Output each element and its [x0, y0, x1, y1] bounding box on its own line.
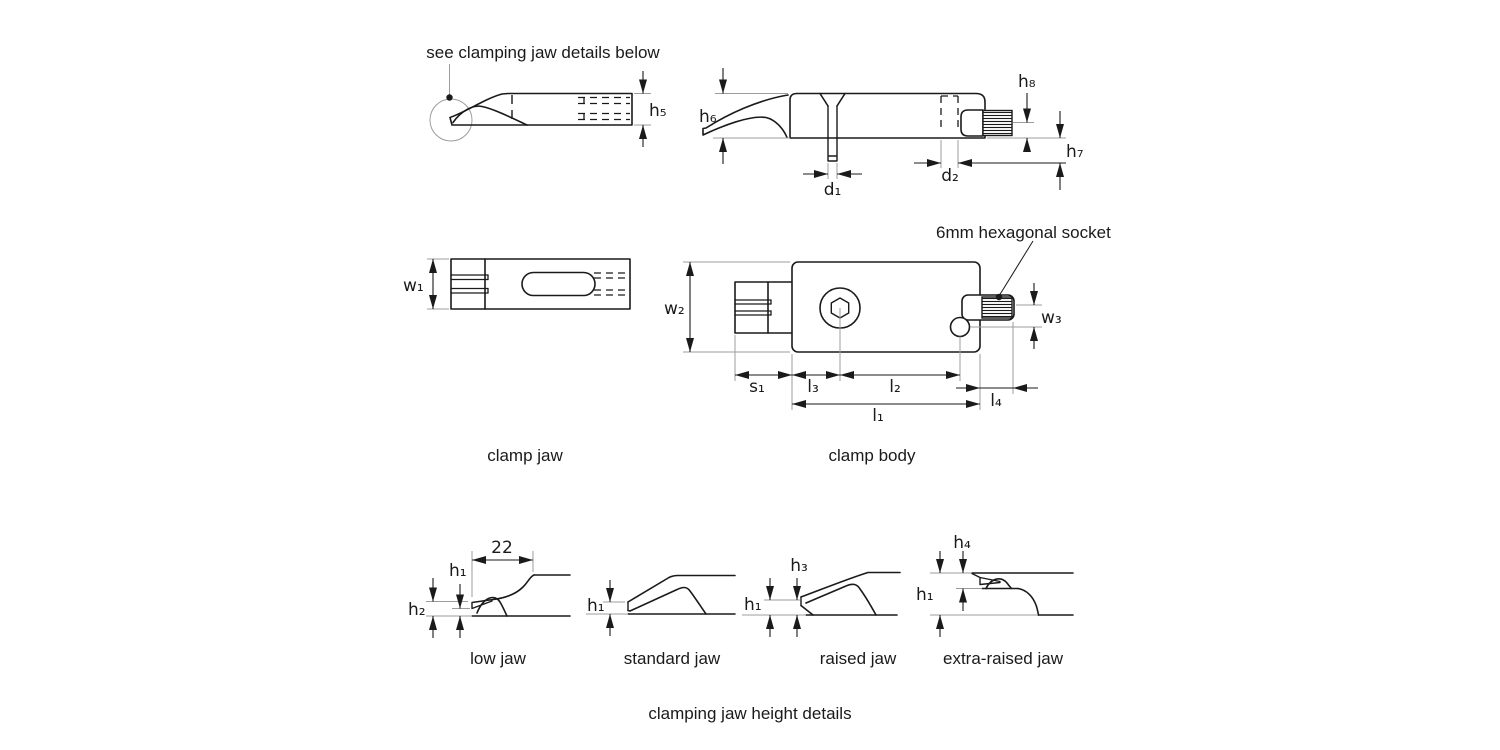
h6-label: h₆ — [699, 107, 717, 127]
w3-dimension: w₃ — [970, 283, 1062, 349]
length-dimensions: s₁ l₃ l₂ l₄ l₁ — [734, 322, 1038, 426]
raised-jaw-lip-drop — [800, 604, 814, 616]
standard-jaw-detail: h₁ standard jaw — [586, 574, 736, 668]
see-details-note: see clamping jaw details below — [426, 43, 660, 62]
h5-label: h₅ — [649, 101, 667, 121]
standard-jaw-caption: standard jaw — [624, 649, 721, 668]
low-jaw-caption: low jaw — [470, 649, 526, 668]
hidden-slot-lines — [578, 96, 630, 121]
h5-dimension: h₅ — [634, 71, 667, 147]
height-details-caption: clamping jaw height details — [648, 704, 851, 723]
hex-socket-leader — [998, 240, 1034, 297]
h3-label: h₃ — [790, 556, 808, 576]
w1-dimension: w₁ — [403, 258, 449, 310]
standard-jaw-inner-slope — [627, 586, 707, 615]
low-jaw-detail: 22 h₂ h₁ low jaw — [408, 538, 571, 668]
clamp-jaw-top-view: w₁ clamp jaw — [403, 258, 631, 465]
l2-label: l₂ — [889, 377, 901, 397]
d2-dimension: d₂ — [914, 140, 1066, 186]
h1-dimension-raised: h₁ — [744, 578, 774, 637]
h1-label-raised: h₁ — [744, 595, 762, 615]
d2-label: d₂ — [941, 166, 959, 186]
extra-jaw-shoulder — [1017, 587, 1040, 616]
d1-dimension: d₁ — [803, 163, 862, 200]
low-jaw-bump — [476, 596, 508, 617]
l1-label: l₁ — [872, 406, 884, 426]
countersink — [819, 92, 846, 107]
hex-socket-leader-dot — [995, 293, 1003, 301]
pivot-hole — [949, 316, 971, 338]
h1-dimension-low: h₁ — [449, 561, 470, 638]
jaw-slot-obround — [521, 271, 596, 297]
h8-dimension: h₈ — [1018, 72, 1036, 152]
h1-label-standard: h₁ — [587, 596, 605, 616]
recess-22-label: 22 — [491, 538, 513, 558]
h4-label: h₄ — [953, 533, 971, 553]
hex-socket-note: 6mm hexagonal socket — [936, 223, 1111, 242]
w2-dimension: w₂ — [664, 261, 790, 353]
h1-label-extra: h₁ — [916, 585, 934, 605]
h2-label: h₂ — [408, 600, 426, 620]
hidden-slot-dashes — [594, 272, 628, 296]
raised-jaw-caption: raised jaw — [820, 649, 897, 668]
extra-raised-jaw-caption: extra-raised jaw — [943, 649, 1064, 668]
clamp-body-side-view: d₁ d₂ h₈ h₇ h₆ — [699, 68, 1084, 200]
h2-dimension: h₂ — [408, 578, 468, 638]
extra-raised-jaw-detail: h₁ h₄ extra-raised jaw — [916, 533, 1074, 668]
h1-dimension-standard: h₁ — [587, 580, 625, 636]
standard-jaw-top-slope — [627, 574, 736, 603]
h1-dimension-extra: h₁ — [916, 551, 944, 637]
clamp-jaw-caption: clamp jaw — [487, 446, 563, 465]
d1-label: d₁ — [824, 180, 842, 200]
clamp-body-top-view: 6mm hexagonal socket w₂ w₃ — [664, 223, 1111, 465]
h6-dimension: h₆ — [699, 68, 790, 164]
extra-jaw-bump — [985, 578, 1013, 590]
knurled-screw-side — [982, 109, 1013, 137]
knurled-screw-top — [981, 296, 1013, 319]
jaw-front-slots — [734, 299, 772, 316]
extra-jaw-lip — [971, 572, 1001, 586]
clamp-jaw-side-view: see clamping jaw details below h₅ — [426, 43, 667, 147]
raised-jaw-inner-slope — [805, 583, 877, 616]
screw-head — [960, 109, 984, 137]
low-jaw-scurve — [492, 574, 535, 601]
pin-d1 — [827, 105, 838, 162]
jaw-grip-slots — [450, 274, 489, 294]
attached-jaw-outline — [702, 94, 789, 139]
recess-22-dimension: 22 — [471, 538, 534, 597]
callout-leader-dot — [446, 94, 453, 101]
l4-label: l₄ — [990, 391, 1002, 411]
w3-label: w₃ — [1041, 308, 1062, 328]
w1-label: w₁ — [403, 276, 424, 296]
s1-label: s₁ — [749, 377, 765, 397]
w2-label: w₂ — [664, 299, 685, 319]
l3-label: l₃ — [807, 377, 819, 397]
h4-dimension: h₄ — [953, 533, 971, 611]
jaw-top-outline — [450, 258, 631, 310]
jaw-outline — [449, 92, 633, 126]
clamp-body-caption: clamp body — [829, 446, 916, 465]
body-outline — [789, 92, 986, 139]
h3-dimension: h₃ — [790, 556, 808, 637]
hidden-hole-d2 — [940, 95, 959, 132]
h7-label: h₇ — [1066, 142, 1084, 162]
h7-dimension: h₇ — [1056, 111, 1084, 190]
raised-jaw-top-slope — [800, 571, 901, 598]
jaw-relief-curve — [452, 105, 528, 126]
h8-label: h₈ — [1018, 72, 1036, 92]
jaw-front-section — [734, 281, 793, 334]
h1-label-low: h₁ — [449, 561, 467, 581]
raised-jaw-detail: h₁ h₃ raised jaw — [742, 556, 901, 668]
